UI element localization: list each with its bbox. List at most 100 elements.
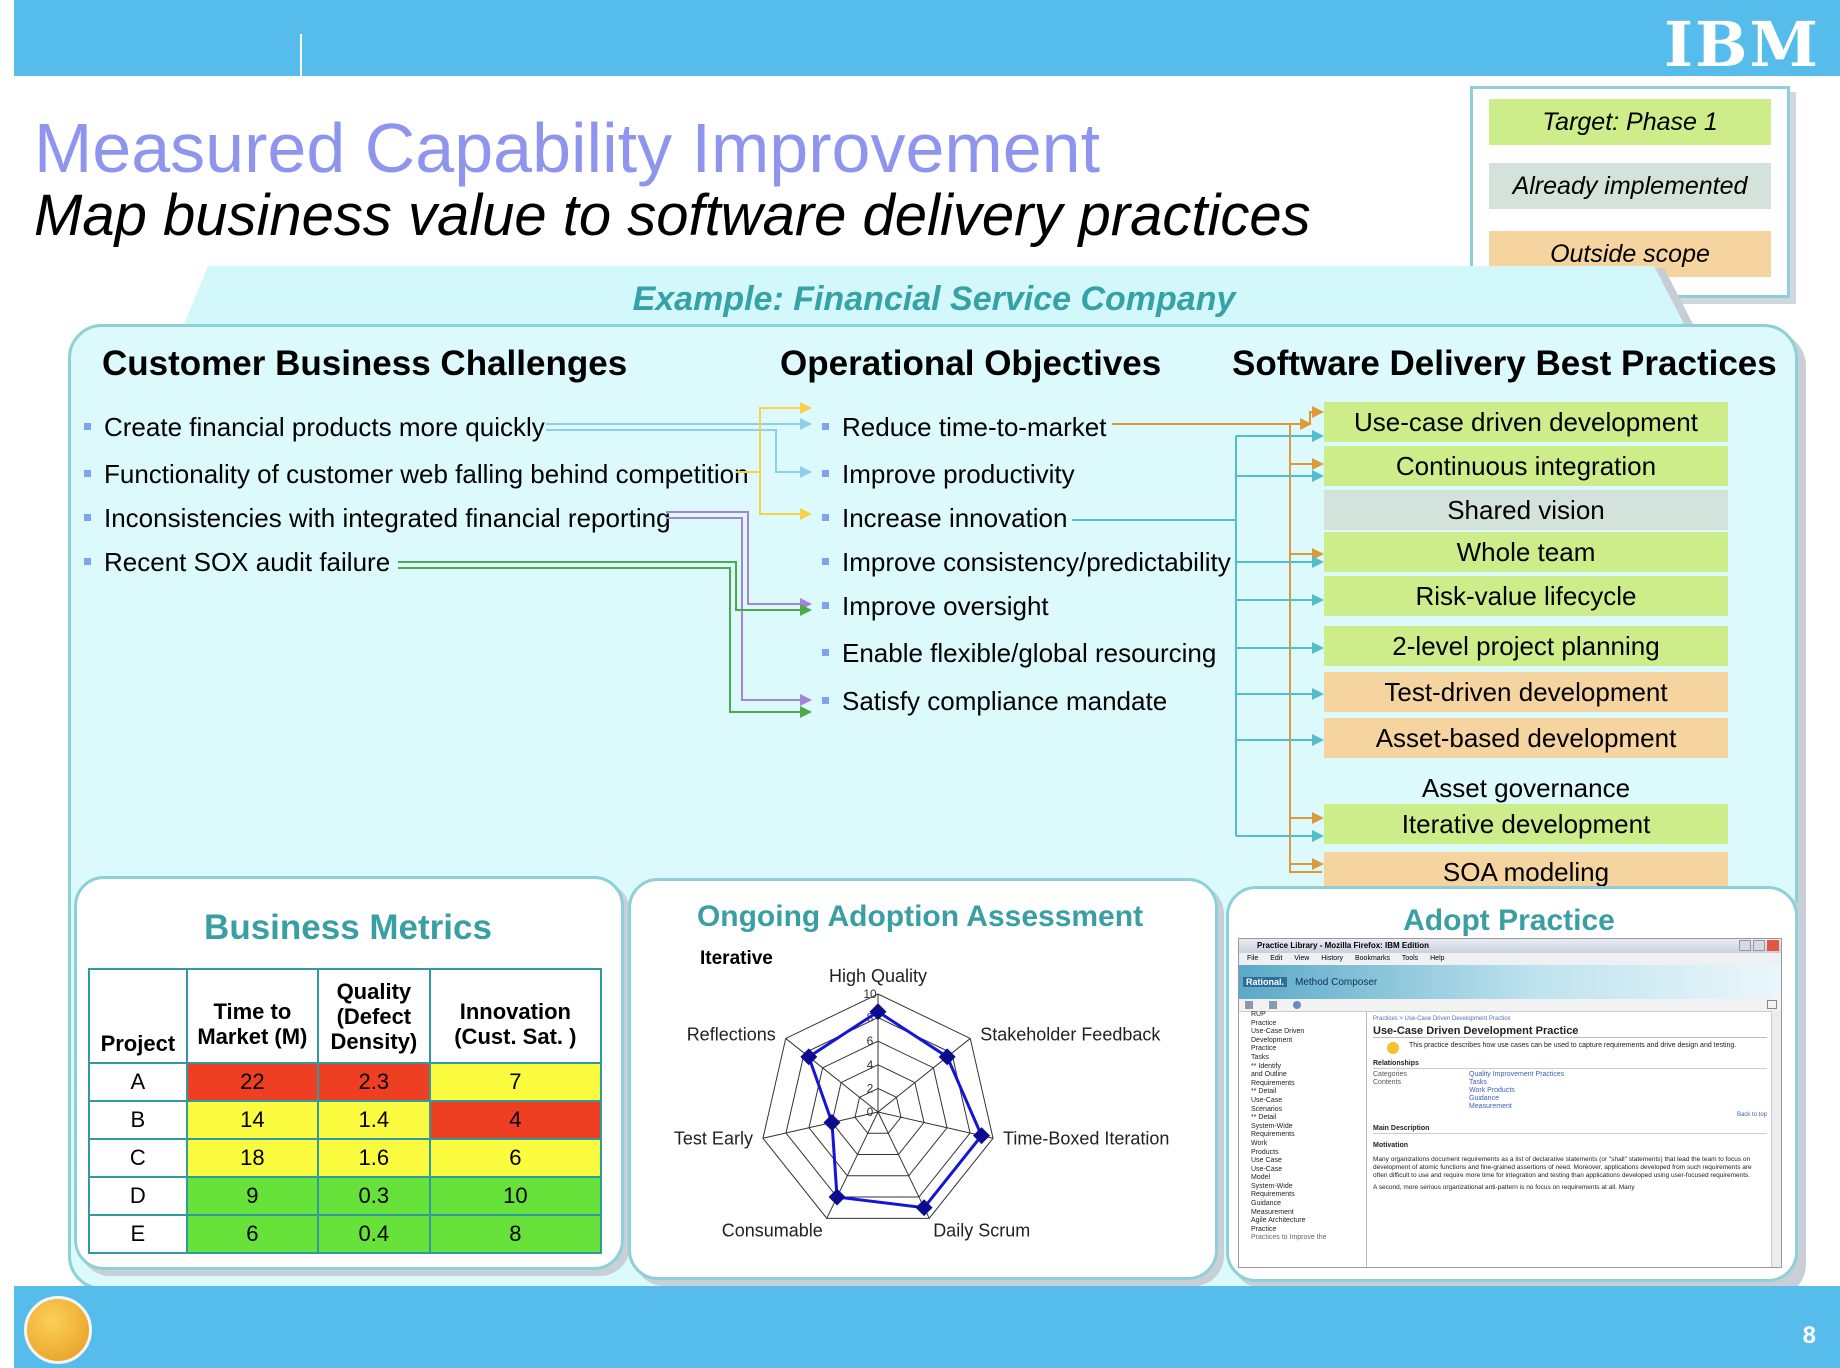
practice-label: Use-case driven development xyxy=(1354,406,1698,437)
motivation-body-2: A second, more serious organizational an… xyxy=(1373,1184,1635,1191)
tree-item[interactable]: Use-Case xyxy=(1251,1165,1283,1173)
radar-category-label: Time-Boxed Iteration xyxy=(1003,1128,1169,1148)
legend-target: Target: Phase 1 xyxy=(1489,99,1771,145)
radar-point xyxy=(828,1188,846,1206)
menu-history[interactable]: History xyxy=(1321,955,1344,962)
minimize-icon[interactable] xyxy=(1739,940,1751,951)
tree-item[interactable]: System-Wide xyxy=(1251,1182,1293,1190)
search-icon[interactable] xyxy=(1767,1000,1777,1009)
rel-link[interactable]: Tasks xyxy=(1469,1079,1487,1086)
tree-item[interactable]: and Outline xyxy=(1251,1071,1287,1079)
tree-item[interactable]: Requirements xyxy=(1251,1079,1295,1087)
tree-item[interactable]: Use-Case xyxy=(1251,1096,1283,1104)
menu-bookmarks[interactable]: Bookmarks xyxy=(1354,955,1390,962)
rational-brand: Rational. xyxy=(1243,977,1288,987)
metric-cell-project: D xyxy=(88,1176,188,1216)
tree-item[interactable]: ** Detail xyxy=(1251,1088,1277,1096)
bullet xyxy=(822,423,829,430)
radar-spoke xyxy=(762,1111,879,1139)
objective-item: Improve oversight xyxy=(842,591,1049,621)
radar-series-label: Iterative xyxy=(700,948,773,969)
tree-item[interactable]: Scenarios xyxy=(1251,1105,1283,1113)
maximize-icon[interactable] xyxy=(1753,940,1765,951)
tree-item[interactable]: Measurement xyxy=(1251,1208,1294,1216)
practice-label: Shared vision xyxy=(1447,494,1605,525)
practice-label: Iterative development xyxy=(1401,808,1651,839)
banner-divider xyxy=(300,34,302,76)
practice-label: Asset-based development xyxy=(1375,722,1677,753)
metric-cell-innovation: 4 xyxy=(428,1100,603,1140)
bullet xyxy=(84,558,91,565)
back-to-top-link[interactable]: Back to top xyxy=(1736,1112,1767,1118)
window-titlebar: Practice Library - Mozilla Firefox: IBM … xyxy=(1239,939,1781,953)
tree-item[interactable]: ** Identify xyxy=(1251,1062,1281,1070)
menu-tools[interactable]: Tools xyxy=(1401,955,1419,962)
page-title: Measured Capability Improvement xyxy=(34,109,1101,187)
tree-item[interactable]: Use Case xyxy=(1251,1157,1282,1165)
tree-item[interactable]: Practice xyxy=(1251,1045,1277,1053)
menu-edit[interactable]: Edit xyxy=(1270,955,1283,962)
legend-target-label: Target: Phase 1 xyxy=(1542,107,1718,136)
tree-footer[interactable]: Practices to Improve the xyxy=(1251,1234,1327,1242)
tree-item[interactable]: Tasks xyxy=(1251,1053,1269,1061)
rel-link[interactable]: Quality Improvement Practices xyxy=(1469,1071,1565,1078)
rel-categories: Categories xyxy=(1373,1071,1407,1078)
toolbar xyxy=(1239,999,1781,1012)
radar-point xyxy=(800,1048,818,1066)
tree-item[interactable]: Requirements xyxy=(1251,1191,1295,1199)
tree-item[interactable]: ** Detail xyxy=(1251,1114,1277,1122)
metric-cell-ttm: 6 xyxy=(185,1214,320,1254)
menu-file[interactable]: File xyxy=(1247,955,1259,962)
practices-heading: Software Delivery Best Practices xyxy=(1232,344,1777,383)
radar-point xyxy=(915,1199,933,1217)
tree-item[interactable]: Work xyxy=(1251,1139,1268,1147)
radar-point xyxy=(938,1048,956,1066)
content-breadcrumb[interactable]: Practices > Use-Case Driven Development … xyxy=(1373,1016,1511,1022)
tree-item[interactable]: Development xyxy=(1251,1036,1293,1044)
motivation-heading: Motivation xyxy=(1373,1142,1408,1149)
radar-series-line xyxy=(807,1009,984,1210)
connector-challenge-4 xyxy=(398,561,812,718)
objective-item: Increase innovation xyxy=(842,503,1068,533)
practice-item: Whole team xyxy=(1324,532,1728,572)
relationships-left: Categories Contents xyxy=(1373,1071,1469,1111)
scrollbar[interactable] xyxy=(1771,1011,1781,1267)
rel-link[interactable]: Work Products xyxy=(1469,1087,1515,1094)
tree-item[interactable]: Model xyxy=(1251,1174,1271,1182)
header-time-to-market: Time to Market (M) xyxy=(185,968,320,1064)
sync-icon[interactable] xyxy=(1245,1001,1253,1009)
menu-view[interactable]: View xyxy=(1294,955,1310,962)
practice-item: Test-driven development xyxy=(1324,672,1728,712)
tree-item[interactable]: RUP xyxy=(1251,1011,1266,1018)
rel-link[interactable]: Measurement xyxy=(1469,1103,1512,1110)
content-heading: Use-Case Driven Development Practice xyxy=(1373,1026,1767,1038)
tree-item[interactable]: Practice xyxy=(1251,1019,1277,1027)
tree-item[interactable]: Use-Case Driven xyxy=(1251,1028,1305,1036)
menu-help[interactable]: Help xyxy=(1430,955,1445,962)
tree-item[interactable]: Requirements xyxy=(1251,1131,1295,1139)
radar-spoke xyxy=(877,1111,930,1219)
tree-item[interactable]: Products xyxy=(1251,1148,1279,1156)
objective-item: Reduce time-to-market xyxy=(842,412,1107,442)
info-icon[interactable] xyxy=(1293,1001,1301,1009)
tree-icon[interactable] xyxy=(1269,1001,1277,1009)
radar-grid-ring xyxy=(831,1064,925,1156)
metric-cell-project: A xyxy=(88,1062,188,1102)
close-icon[interactable] xyxy=(1767,940,1779,951)
tree-item[interactable]: Agile Architecture xyxy=(1251,1217,1306,1225)
rel-link[interactable]: Guidance xyxy=(1469,1095,1499,1102)
objective-item: Satisfy compliance mandate xyxy=(842,686,1168,716)
metric-cell-quality: 1.6 xyxy=(317,1138,431,1178)
radar-tick-label: 6 xyxy=(867,1034,874,1048)
legend-implemented: Already implemented xyxy=(1489,163,1771,209)
metric-cell-quality: 1.4 xyxy=(317,1100,431,1140)
tree-item[interactable]: Guidance xyxy=(1251,1200,1281,1208)
metric-cell-innovation: 6 xyxy=(428,1138,603,1178)
tree-item[interactable]: System-Wide xyxy=(1251,1122,1293,1130)
radar-spoke xyxy=(785,1038,879,1113)
bullet xyxy=(822,514,829,521)
metric-cell-project: B xyxy=(88,1100,188,1140)
tree-item[interactable]: Practice xyxy=(1251,1225,1277,1233)
